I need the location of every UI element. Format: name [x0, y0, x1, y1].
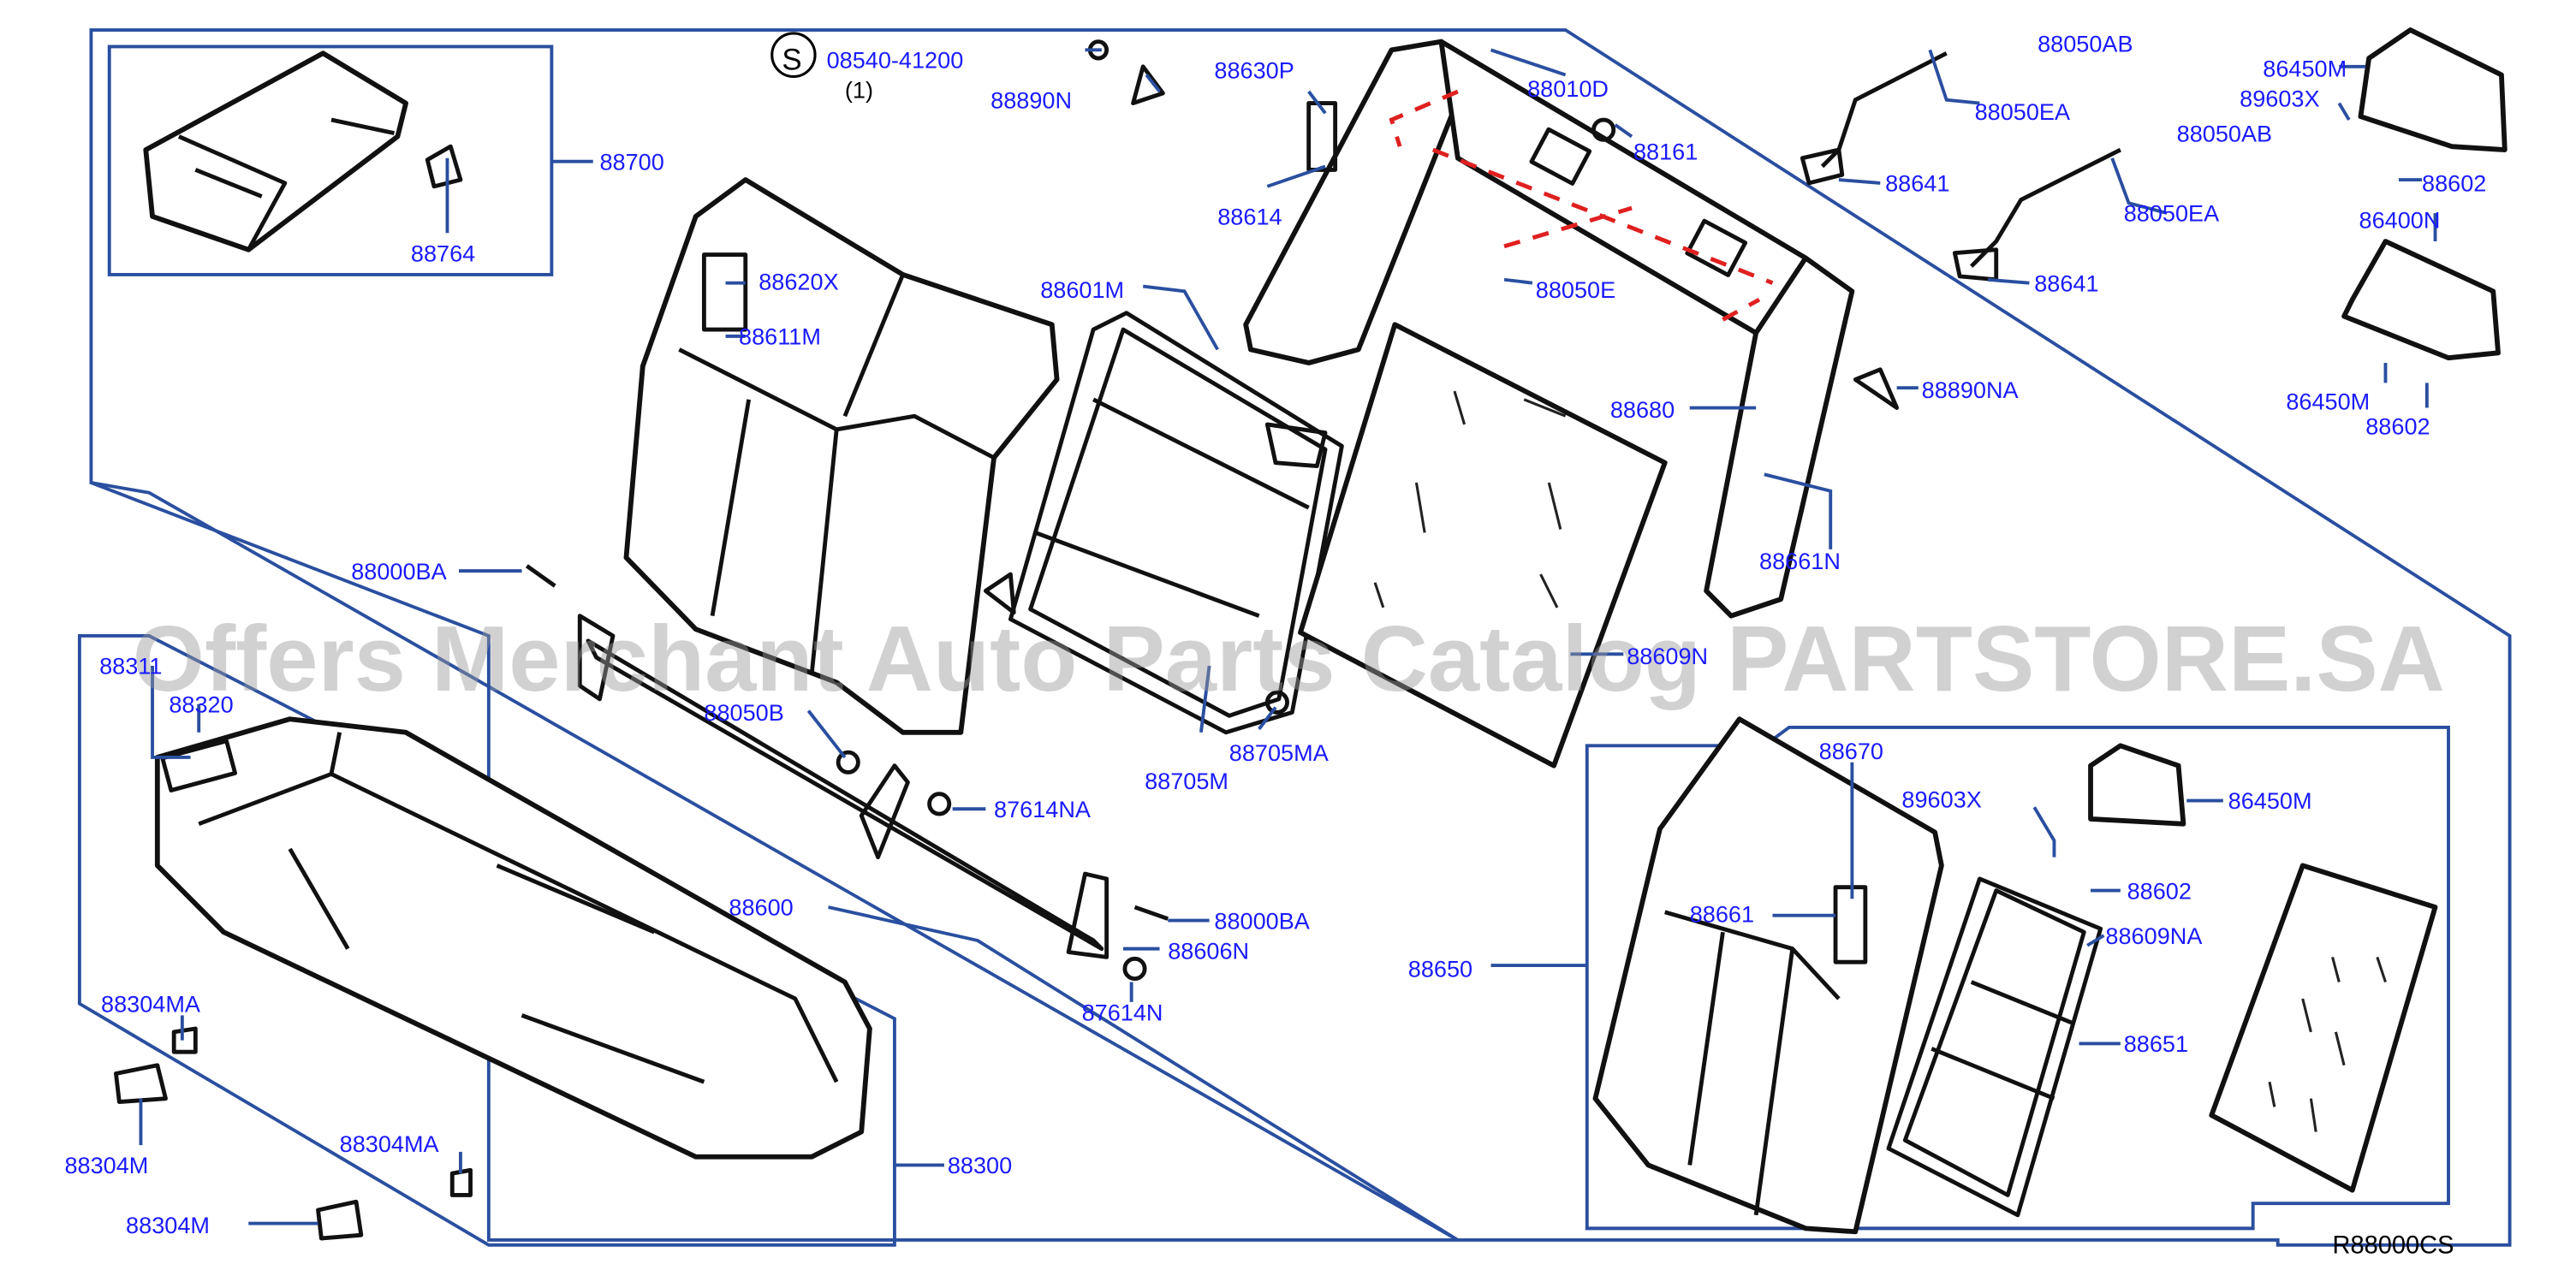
watermark: Offers Merchant Auto Parts Catalog PARTS…	[133, 608, 2445, 711]
diagram-code: R88000CS	[2333, 1231, 2454, 1259]
service-symbol-circle	[770, 32, 817, 79]
label-88601M: 88601M	[1040, 276, 1124, 303]
label-88614: 88614	[1217, 204, 1282, 230]
seatback-frame-drawing	[983, 311, 1344, 735]
hardware-drawing	[114, 39, 1900, 1241]
seat-cushion-drawing	[154, 716, 872, 1160]
seatback-rear-drawing	[1243, 39, 1855, 619]
label-88304M-1: 88304M	[64, 1152, 148, 1178]
label-88670: 88670	[1819, 738, 1883, 764]
label-86450M-1: 86450M	[2263, 55, 2347, 81]
label-88602-1: 88602	[2422, 170, 2486, 197]
label-88609NA: 88609NA	[2105, 923, 2203, 949]
label-88650: 88650	[1408, 956, 1472, 982]
label-88000BA-1: 88000BA	[351, 558, 447, 585]
label-88320: 88320	[169, 691, 233, 717]
service-symbol: S	[782, 44, 801, 77]
label-88620X: 88620X	[759, 268, 838, 294]
seatback-right-drawing	[1592, 716, 2438, 1235]
main-frame-left-edge	[91, 481, 1459, 1242]
label-86450M-2: 86450M	[2286, 388, 2370, 414]
label-88600: 88600	[729, 894, 793, 921]
label-88300: 88300	[948, 1152, 1012, 1178]
label-88705MA: 88705MA	[1229, 739, 1330, 766]
label-88661N: 88661N	[1759, 548, 1841, 574]
label-88609N: 88609N	[1627, 643, 1708, 669]
label-88050EA-1: 88050EA	[1975, 98, 2071, 125]
label-88611M: 88611M	[739, 323, 821, 350]
label-88890NA: 88890NA	[1922, 377, 2020, 403]
bracket-bar-drawing	[577, 614, 1110, 959]
label-88890N: 88890N	[991, 86, 1072, 113]
label-88000BA-2: 88000BA	[1214, 907, 1310, 934]
armrest-drawing	[143, 50, 463, 252]
label-86400N: 86400N	[2359, 206, 2441, 233]
label-88050E: 88050E	[1536, 276, 1615, 303]
label-88705M: 88705M	[1145, 768, 1229, 794]
label-88630P: 88630P	[1214, 56, 1294, 83]
label-88050AB-1: 88050AB	[2038, 30, 2133, 56]
leader-lines	[139, 48, 2437, 1242]
headrest-right-drawing	[2341, 27, 2508, 361]
label-88661: 88661	[1690, 900, 1754, 927]
label-86450M-3: 86450M	[2228, 787, 2312, 814]
label-89603X-1: 89603X	[2240, 85, 2319, 111]
label-88304M-2: 88304M	[126, 1212, 210, 1238]
label-88651: 88651	[2124, 1030, 2188, 1057]
label-88641-1: 88641	[1885, 170, 1949, 197]
label-88641-2: 88641	[2034, 270, 2098, 296]
label-88010D: 88010D	[1527, 75, 1609, 102]
label-87614N: 87614N	[1082, 999, 1163, 1025]
label-88606N: 88606N	[1168, 937, 1249, 964]
service-part-number: 08540-41200	[827, 47, 964, 74]
label-88311: 88311	[99, 653, 162, 680]
label-88304MA-2: 88304MA	[340, 1131, 440, 1157]
label-88680: 88680	[1610, 396, 1675, 423]
seatback-left-drawing	[623, 177, 1060, 735]
label-89603X-2: 89603X	[1901, 786, 1981, 812]
label-88700: 88700	[599, 148, 663, 175]
label-88050EA-2: 88050EA	[2124, 200, 2220, 227]
label-88764: 88764	[411, 240, 475, 266]
label-88304MA-1: 88304MA	[101, 990, 201, 1017]
main-frame	[89, 28, 2512, 1247]
seat-cushion-frame	[77, 634, 896, 1247]
service-quantity: (1)	[845, 77, 873, 104]
label-88161: 88161	[1633, 139, 1698, 165]
cable-drawing	[1800, 51, 2121, 282]
label-88602-2: 88602	[2365, 413, 2430, 440]
part-labels: 88700 88764 88890N 88630P 88010D 88614 8…	[64, 30, 2486, 1238]
label-88602-3: 88602	[2127, 877, 2192, 904]
label-88050AB-2: 88050AB	[2177, 120, 2272, 146]
label-88050B: 88050B	[704, 699, 783, 726]
label-87614NA: 87614NA	[994, 796, 1092, 822]
